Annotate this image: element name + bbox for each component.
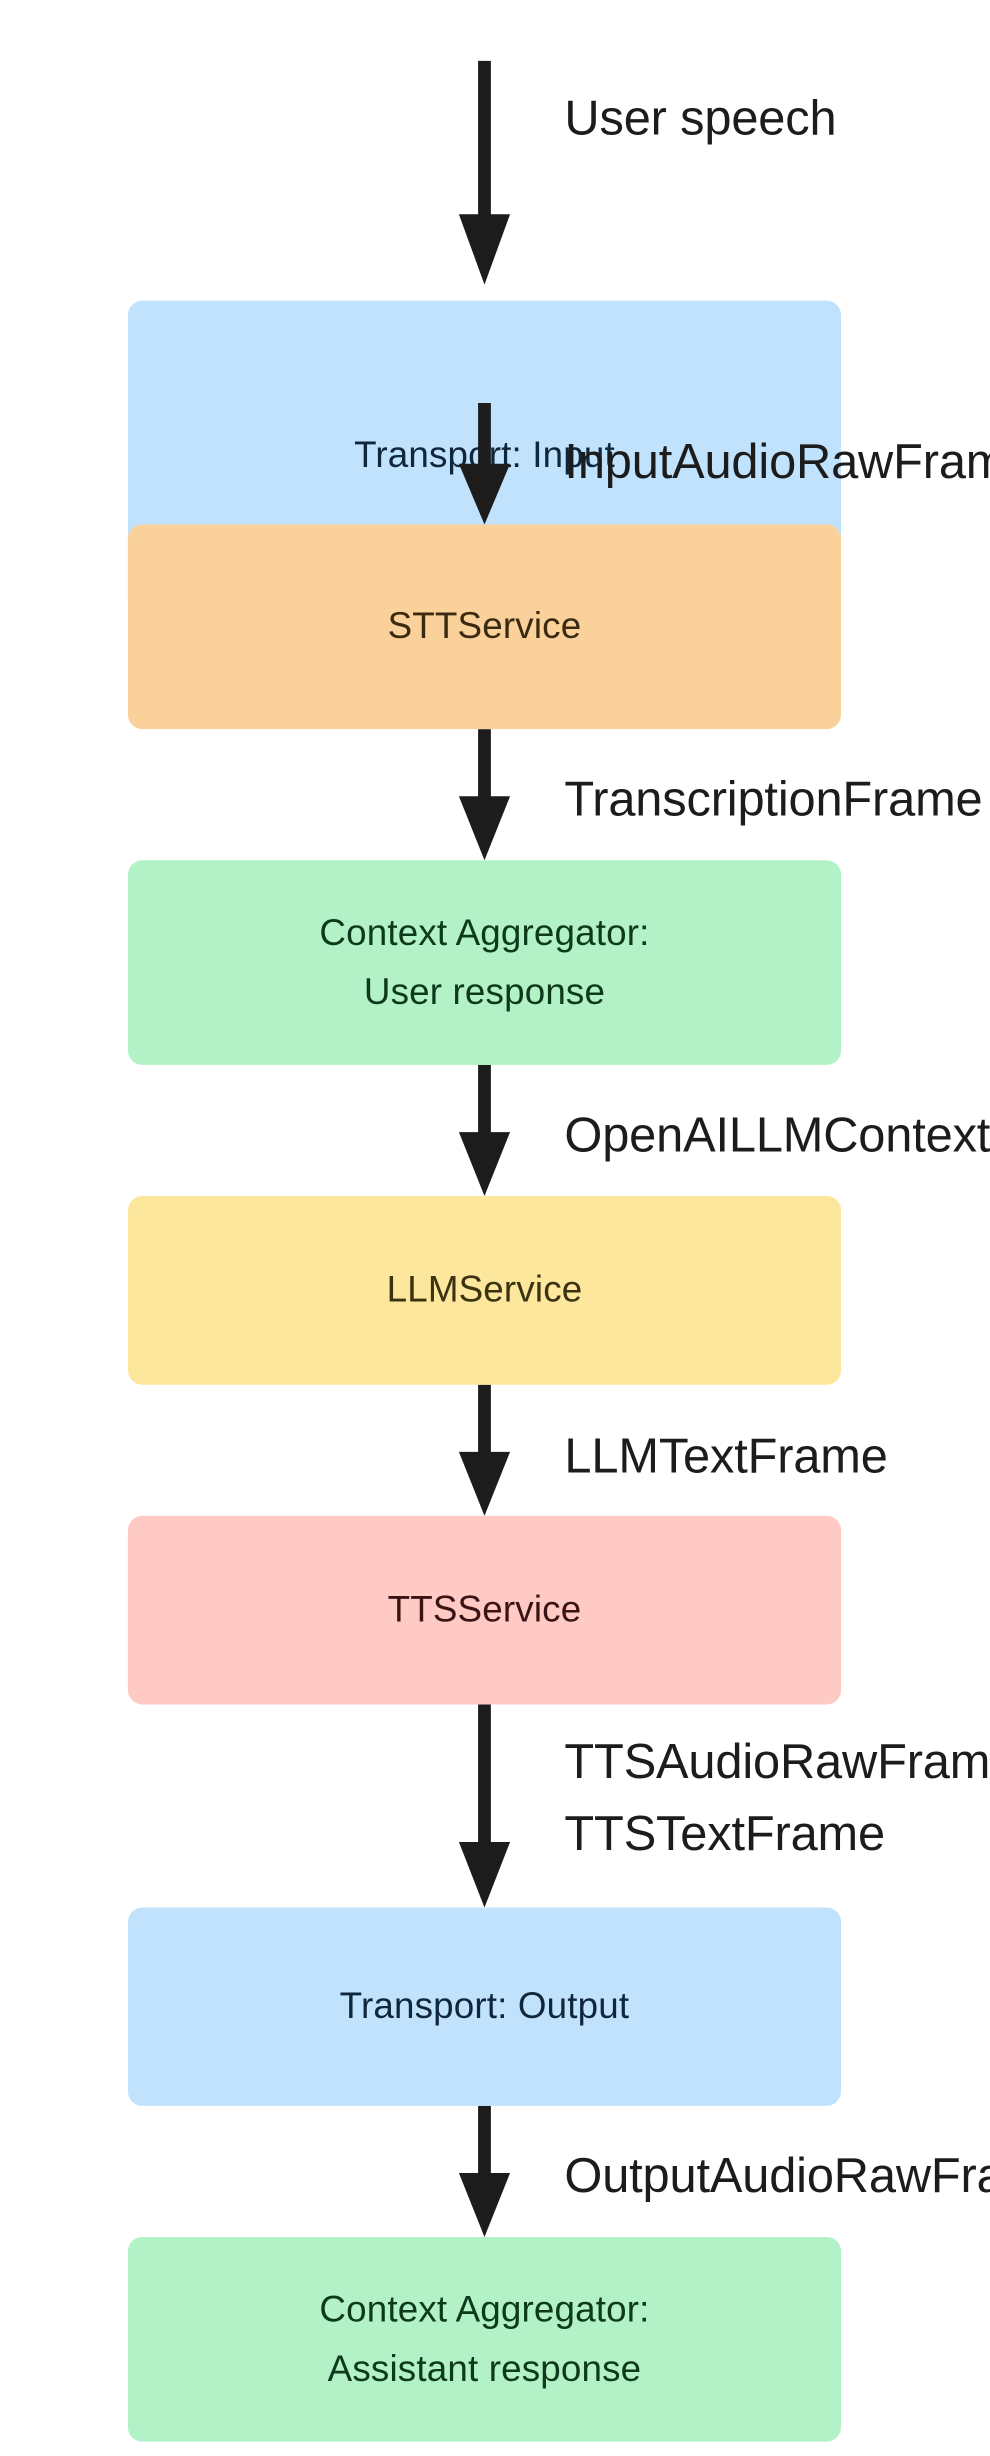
arrow-user-to-transport-input	[458, 60, 511, 285]
arrow-transport-output-to-context-assistant	[458, 2105, 511, 2237]
node-label-line-1: TTSService	[387, 1588, 582, 1630]
node-label-line-2: Assistant response	[327, 2347, 642, 2389]
edge-label-tts-frames: TTSAudioRawFrame TTSTextFrame	[564, 1727, 990, 1871]
node-label-line-1: LLMService	[386, 1268, 583, 1311]
edge-label-line-2: TTSTextFrame	[564, 1807, 885, 1862]
edge-label-transcription-frame: TranscriptionFrame	[564, 764, 982, 836]
arrow-context-user-to-llm	[458, 1064, 511, 1197]
arrow-stt-to-context-user	[458, 729, 511, 861]
edge-label-output-audio-raw-frame: OutputAudioRawFrame	[564, 2141, 990, 2213]
node-transport-output[interactable]: Transport: Output	[127, 1907, 842, 2106]
edge-label-line: OpenAILLMContextFrame	[564, 1108, 990, 1163]
node-label-line-1: STTService	[387, 605, 582, 647]
edge-label-line-1: TTSAudioRawFrame	[564, 1734, 990, 1790]
node-llm-service[interactable]: LLMService	[127, 1196, 842, 1385]
arrow-llm-to-tts	[458, 1384, 511, 1516]
edge-label-line: InputAudioRawFrame	[564, 434, 990, 490]
edge-label-line: OutputAudioRawFrame	[564, 2149, 990, 2204]
node-label-line-1: Context Aggregator:	[319, 911, 650, 953]
node-context-aggregator-assistant[interactable]: Context Aggregator: Assistant response	[127, 2236, 842, 2442]
edge-label-openai-llm-context-frame: OpenAILLMContextFrame	[564, 1100, 990, 1172]
node-tts-service[interactable]: TTSService	[127, 1515, 842, 1705]
edge-label-llm-text-frame: LLMTextFrame	[564, 1421, 887, 1493]
edge-label-line: User speech	[564, 91, 837, 146]
edge-label-line: LLMTextFrame	[564, 1429, 888, 1484]
arrow-tts-to-transport-output	[458, 1704, 511, 1908]
edge-label-user-speech: User speech	[564, 83, 836, 155]
edge-label-input-audio-raw-frame: InputAudioRawFrame	[564, 427, 990, 499]
edge-label-line: TranscriptionFrame	[564, 772, 983, 827]
node-label-line-1: Context Aggregator:	[319, 2287, 650, 2330]
arrow-transport-input-to-stt	[458, 402, 511, 525]
node-label-line-1: Transport: Output	[339, 1984, 630, 2027]
node-context-aggregator-user[interactable]: Context Aggregator: User response	[127, 860, 842, 1065]
node-stt-service[interactable]: STTService	[127, 524, 842, 730]
node-label-line-2: User response	[363, 970, 606, 1013]
